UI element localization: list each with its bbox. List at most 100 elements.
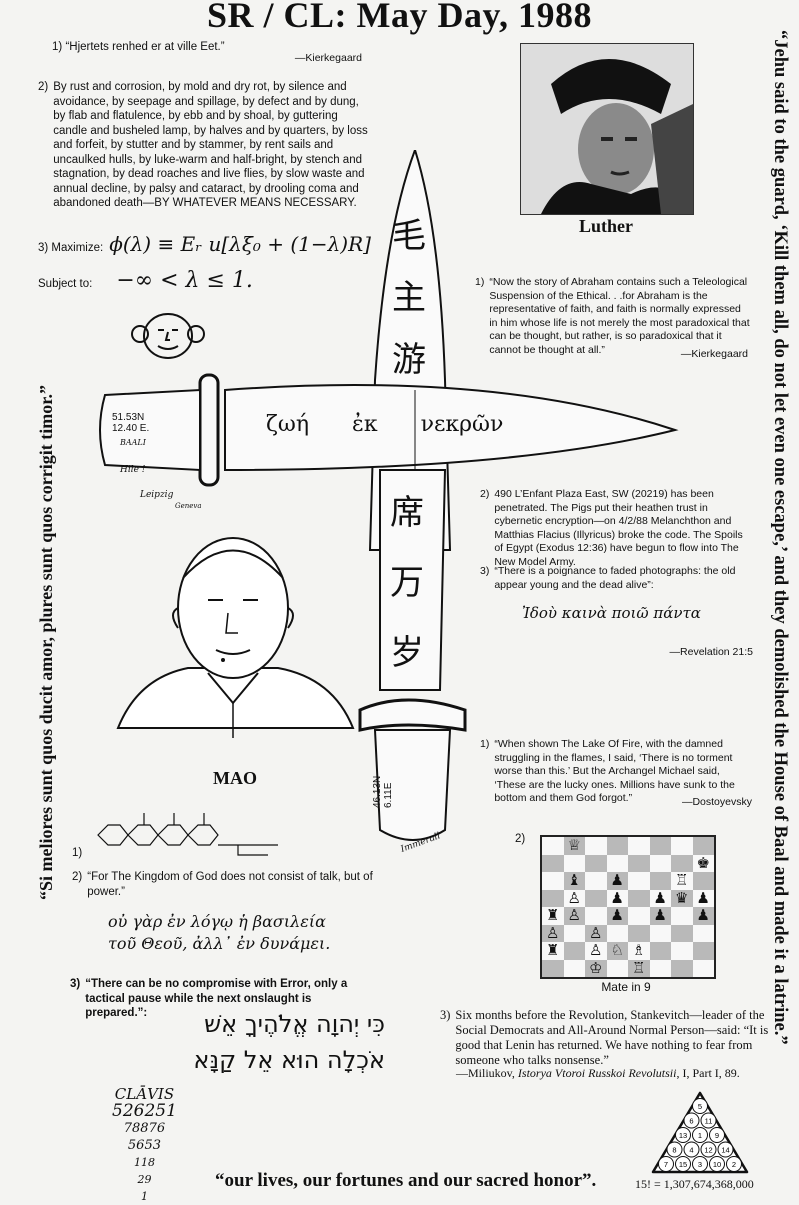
chess-caption: Mate in 9 xyxy=(601,980,651,994)
triangle-number: 6 xyxy=(689,1117,693,1126)
chess-square: ♜ xyxy=(542,942,564,960)
chess-piece: ♟ xyxy=(653,888,667,907)
chess-square: ♚ xyxy=(692,853,714,872)
maximize-label: 3) Maximize: xyxy=(38,242,104,254)
triangle-ball xyxy=(666,1141,683,1158)
chess-piece: ♗ xyxy=(632,941,646,960)
triangle-ball xyxy=(675,1127,691,1143)
chem-number: 1) xyxy=(72,847,83,859)
left-vertical-quote: “Si meliores sunt quos ducit amor, plure… xyxy=(36,384,56,900)
maximize-line: 3) Maximize: ϕ(λ) ≡ Eᵣ u[λξ₀ + (1−λ)R] xyxy=(38,232,371,256)
right-vertical-quote: “Jehu said to the guard, ‘Kill them all,… xyxy=(770,30,790,1045)
triangle-number: 15 xyxy=(679,1160,687,1169)
chess-piece: ♙ xyxy=(546,923,560,942)
quote-attribution: —Kierkegaard xyxy=(680,348,748,360)
chess-piece: ♚ xyxy=(696,853,710,872)
lenin-quote-block: 3) Six months before the Revolution, Sta… xyxy=(440,1008,770,1068)
subject-formula: −∞ < λ ≤ 1. xyxy=(116,268,253,293)
chess-square: ♟ xyxy=(692,888,714,907)
chess-square: ♛ xyxy=(671,889,693,907)
chess-piece: ♖ xyxy=(675,871,689,890)
chess-square: ♙ xyxy=(585,924,607,942)
knife-character: 岁 xyxy=(390,633,424,673)
triangle-ball xyxy=(692,1156,708,1172)
chess-square xyxy=(649,959,671,977)
chess-square xyxy=(585,854,607,872)
chess-number: 2) xyxy=(515,833,526,845)
quote-text: “Now the story of Abraham contains such … xyxy=(489,276,750,356)
triangle-number: 3 xyxy=(698,1160,702,1169)
factorial-note: 15! = 1,307,674,368,000 xyxy=(635,1177,754,1191)
knife-cross-drawing xyxy=(99,150,679,841)
hebrew-line: אֹכְלָה הוּא אֵל קַנָּא xyxy=(193,1046,385,1074)
triangle-ball xyxy=(675,1156,691,1172)
knife-character: 席 xyxy=(390,493,424,533)
chess-board: ♕♚♝♟♖♙♟♟♛♟♜♙♟♟♟♙♙♜♙♘♗♔♖ xyxy=(540,835,716,979)
clavis-row: 29 xyxy=(137,1173,152,1186)
chess-piece: ♘ xyxy=(610,941,624,960)
chess-square xyxy=(628,907,650,925)
chess-square: ♙ xyxy=(563,907,585,925)
knife-scrawl: Geneva xyxy=(175,502,202,510)
triangle-number: 12 xyxy=(704,1146,712,1155)
kingdom-greek-line: οὐ γὰρ ἐν λόγῳ ἡ βασιλεία xyxy=(108,912,326,931)
quote-attribution: —Revelation 21:5 xyxy=(669,646,753,658)
chess-square: ♟ xyxy=(649,907,671,925)
clavis-block: CLĀVIS 526251 78876 5653 118 29 1 xyxy=(112,1086,177,1205)
chess-square xyxy=(628,837,650,855)
smiley-doodle xyxy=(131,313,205,359)
quote-number: 2) xyxy=(72,871,83,883)
triangle-number: 8 xyxy=(672,1146,676,1155)
attribution-title: Istorya Vtoroi Russkoi Revolutsii xyxy=(517,1066,677,1080)
chess-square: ♕ xyxy=(563,837,585,855)
chess-piece: ♔ xyxy=(589,958,603,977)
chess-square: ♟ xyxy=(649,888,671,907)
triangle-number: 2 xyxy=(732,1160,736,1169)
knife-character: 主 xyxy=(392,278,426,318)
chess-square xyxy=(542,959,564,977)
lenin-attribution: —Miliukov, Istorya Vtoroi Russkoi Revolu… xyxy=(456,1066,740,1081)
chess-square: ♜ xyxy=(542,907,564,925)
chess-square xyxy=(585,872,607,890)
knife-scrawl: BAALI xyxy=(120,438,146,447)
chess-square xyxy=(671,942,693,960)
triangle-ball xyxy=(709,1156,725,1172)
chess-piece: ♝ xyxy=(567,871,581,890)
lake-quote-block: 1) “When shown The Lake Of Fire, with th… xyxy=(480,738,752,806)
clavis-row: 78876 xyxy=(123,1121,166,1136)
chess-square: ♙ xyxy=(563,889,585,907)
quote-1-block: 1) “Hjertets renhed er at ville Eet.” xyxy=(52,40,225,55)
chess-square xyxy=(692,872,714,890)
chess-square: ♖ xyxy=(628,959,650,977)
quote-attribution: —Dostoyevsky xyxy=(681,796,752,808)
triangle-ball xyxy=(683,1112,700,1129)
chess-square xyxy=(585,837,607,855)
triangle-number: 9 xyxy=(715,1131,719,1140)
chess-square xyxy=(671,924,693,942)
triangle-ball xyxy=(700,1112,717,1129)
chess-square xyxy=(542,872,564,890)
knife-greek-inscription: ζωή ἐκ νεκρῶν xyxy=(266,412,504,437)
chess-square xyxy=(649,872,671,890)
attribution-author: —Miliukov, xyxy=(456,1066,518,1080)
mao-caption: MAO xyxy=(213,768,257,788)
chess-square xyxy=(585,889,607,907)
chess-piece: ♟ xyxy=(610,871,624,890)
quote-number: 1) xyxy=(475,276,485,288)
chess-square xyxy=(542,854,564,872)
knife-bottom-characters: 席 万 岁 xyxy=(390,478,424,688)
chess-piece: ♜ xyxy=(546,941,560,960)
subject-line: Subject to: −∞ < λ ≤ 1. xyxy=(38,268,253,293)
chess-square: ♟ xyxy=(606,871,628,890)
chess-square xyxy=(563,924,585,942)
quote-text: “For The Kingdom of God does not consist… xyxy=(87,871,373,898)
chess-square xyxy=(606,854,628,872)
chemical-structure xyxy=(97,813,278,856)
blade-coordinates: 46.13N 6.11E xyxy=(372,775,394,808)
chess-square xyxy=(649,924,671,942)
chess-square xyxy=(692,837,714,855)
triangle-number: 13 xyxy=(679,1131,687,1140)
triangle-number: 1 xyxy=(698,1131,702,1140)
chess-piece: ♟ xyxy=(696,888,710,907)
